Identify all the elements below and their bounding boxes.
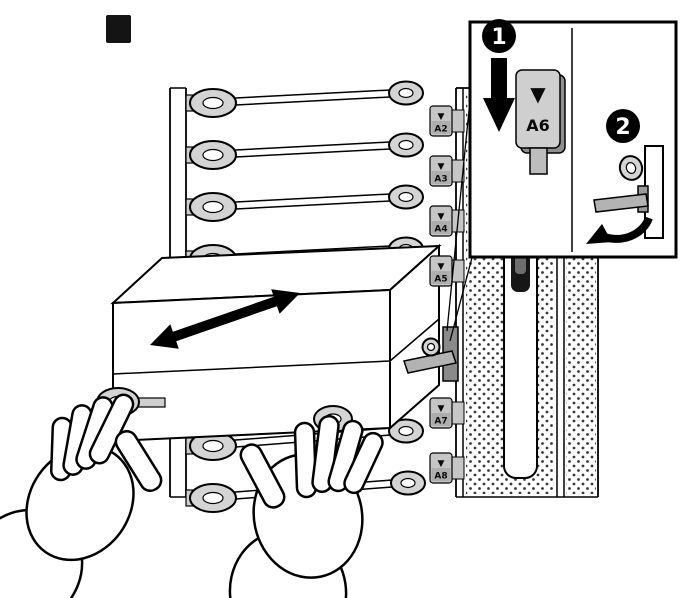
- slot-cam-button-a2: ▼ A2: [429, 105, 465, 137]
- slot-cam-button-a5: ▼ A5: [429, 255, 465, 287]
- cam-lever-bar: [593, 193, 649, 213]
- latch-triangle-icon: ▼: [438, 162, 445, 172]
- slot-label: A7: [434, 417, 447, 427]
- slot-cam-button-a4: ▼ A4: [429, 205, 465, 237]
- latch-triangle-icon: ▼: [438, 212, 445, 222]
- cable-arm: [185, 132, 424, 170]
- callout-step-2: 2: [606, 109, 640, 143]
- cam-button-detail: ▼ A6: [515, 69, 566, 175]
- right-hand: [228, 414, 384, 598]
- latch-triangle-icon: ▼: [530, 82, 546, 106]
- slot-cam-buttons: ▼ A2 ▼ A3 ▼ A4 ▼ A5 ▼: [429, 105, 465, 484]
- inset-slot-label: A6: [526, 116, 550, 135]
- slot-cam-button-a7: ▼ A7: [429, 397, 465, 429]
- inset-leader-line: [449, 249, 475, 342]
- module-seam: [389, 318, 440, 362]
- thumb: [114, 429, 163, 493]
- slot-label: A4: [434, 225, 447, 235]
- ring-stem: [136, 397, 166, 408]
- latch-triangle-icon: ▼: [438, 262, 445, 272]
- cable-arm: [185, 80, 424, 118]
- latch-triangle-icon: ▼: [438, 459, 445, 469]
- latch-triangle-icon: ▼: [438, 404, 445, 414]
- cam-lever-a6: [403, 326, 459, 382]
- slot-label: A3: [434, 175, 447, 185]
- rail-cap: [106, 15, 131, 43]
- thumb: [239, 443, 286, 509]
- cam-lever-detail: [586, 145, 664, 244]
- left-hand: [0, 393, 163, 598]
- callout-number: 2: [615, 115, 630, 140]
- press-down-arrow-icon: [483, 58, 515, 132]
- slot-cam-button-a8: ▼ A8: [429, 452, 465, 484]
- slot-label: A8: [434, 472, 447, 482]
- detail-inset: 1 ▼ A6 2: [468, 19, 678, 259]
- callout-circle: [606, 109, 640, 143]
- rotate-arrow-head: [586, 224, 612, 244]
- button-tab: [529, 147, 548, 175]
- callout-circle: [482, 19, 516, 53]
- latch-triangle-icon: ▼: [438, 112, 445, 122]
- io-module: [110, 243, 442, 443]
- slot-label: A5: [434, 275, 447, 285]
- slide-arrow-icon: [150, 289, 300, 349]
- cable-arm: [185, 184, 424, 222]
- cable-arm: [185, 418, 424, 461]
- callout-step-1: 1: [482, 19, 516, 53]
- lever-ring-hole: [426, 342, 436, 352]
- lever-ring-hole: [625, 162, 637, 174]
- slot-label: A2: [434, 125, 447, 135]
- slot-cam-button-a3: ▼ A3: [429, 155, 465, 187]
- module-seam: [112, 360, 391, 375]
- finger: [343, 431, 384, 495]
- callout-number: 1: [491, 25, 506, 50]
